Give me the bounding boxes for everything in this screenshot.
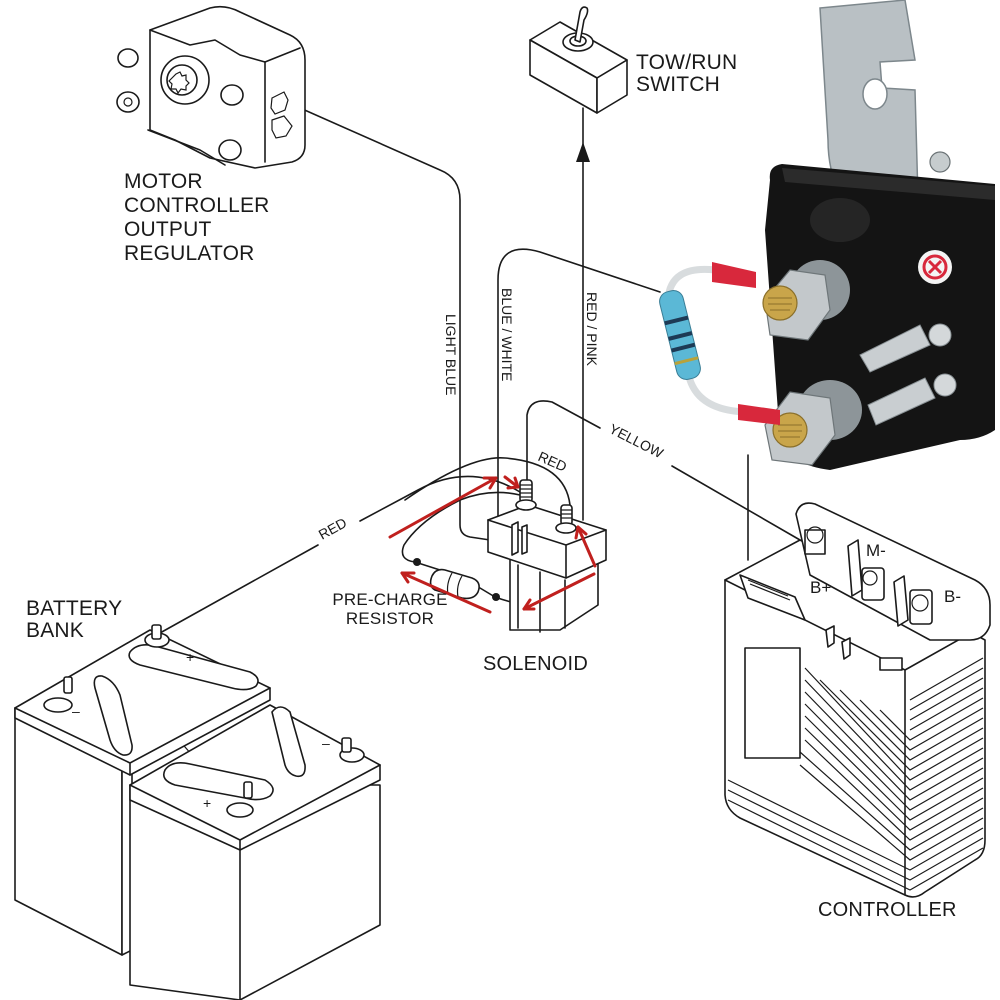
terminal-boot-bottom (738, 404, 780, 425)
current-arrow (576, 525, 597, 568)
main-terminal-top (762, 260, 850, 341)
solenoid-product-photo (659, 0, 995, 470)
arrow-head-icon (482, 476, 498, 490)
battery-bank-label: BATTERY BANK (26, 598, 123, 642)
motor-regulator (116, 5, 306, 169)
solenoid-label: SOLENOID (483, 653, 588, 675)
battery-minus-sign: – (322, 735, 330, 751)
terminal-m-minus: M- (866, 541, 886, 560)
wire-blue-white (497, 248, 661, 531)
wire-label-red-top: RED (536, 448, 570, 475)
wire-red-top (404, 457, 571, 536)
current-arrow (388, 476, 498, 539)
current-arrow (400, 571, 492, 614)
arrow-head-icon (522, 598, 536, 611)
battery-bank (14, 624, 381, 1000)
wire-yellow (526, 400, 801, 541)
tow-switch (529, 6, 628, 162)
toggle-lever-icon (574, 6, 589, 43)
current-flow-arrows (388, 475, 597, 614)
motor-regulator-label: MOTOR CONTROLLER OUTPUT REGULATOR (124, 170, 270, 265)
wire-red-battery (159, 475, 521, 634)
arrow-up-icon (576, 142, 590, 162)
arrow-head-icon (400, 571, 416, 584)
wire-label-red-pink: RED / PINK (584, 292, 600, 367)
wire-label-red-battery: RED (316, 514, 350, 542)
terminal-b-plus: B+ (810, 578, 831, 597)
wire-label-blue-white: BLUE / WHITE (499, 288, 515, 381)
wire-label-light-blue: LIGHT BLUE (443, 314, 459, 395)
tow-switch-label: TOW/RUN SWITCH (636, 52, 738, 96)
battery-plus-sign: + (186, 649, 194, 665)
terminal-b-minus: B- (944, 587, 961, 606)
controller-drawing (724, 502, 991, 898)
arrow-head-icon (574, 525, 588, 540)
solenoid-drawing (487, 479, 607, 633)
controller-label: CONTROLLER (818, 899, 957, 921)
main-terminal-bottom (764, 380, 862, 466)
junction-dot (413, 558, 421, 566)
terminal-boot-top (712, 262, 756, 288)
precharge-resistor-label: PRE-CHARGE RESISTOR (332, 590, 448, 628)
resistor-icon (659, 290, 701, 380)
junction-dot (492, 593, 500, 601)
current-arrow (522, 572, 596, 611)
wire-label-yellow: YELLOW (607, 420, 667, 461)
battery-plus-sign: + (203, 795, 211, 811)
battery-minus-sign: – (72, 703, 80, 719)
wire-light-blue (281, 99, 491, 541)
arrow-head-icon (506, 476, 520, 490)
current-arrow (503, 475, 520, 489)
